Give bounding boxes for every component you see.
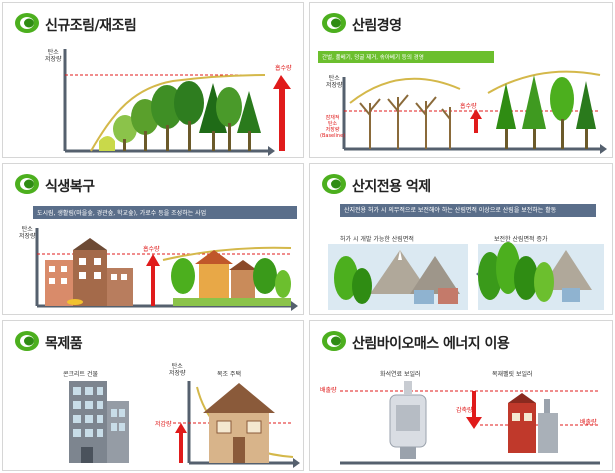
panel-biomass-energy: 산림바이오매스 에너지 이용 화석연료 보일러 목재펠릿 보일러 배출량 감축량… (309, 320, 613, 471)
increase-arrow-icon (273, 75, 291, 151)
panel-title: 산림바이오매스 에너지 이용 (352, 336, 510, 352)
biomass-diagram (340, 381, 600, 465)
y-axis-label: 탄소 저장량 (169, 363, 186, 377)
y-axis-label: 탄소 저장량 (45, 49, 62, 63)
decrease-arrow-icon (466, 391, 482, 429)
max-label: 흡수량 (275, 65, 292, 72)
city-buildings (45, 238, 133, 306)
pellet-boiler (508, 393, 558, 453)
tree-cluster (99, 81, 261, 151)
panel-title: 신규조림/재조림 (45, 18, 137, 34)
reduction-label: 감축량 (456, 407, 473, 414)
afforestation-diagram (63, 49, 291, 156)
forest-logo-icon (15, 174, 39, 194)
management-diagram (342, 70, 607, 154)
left-caption: 화석연료 보일러 (380, 371, 421, 378)
forest-logo-icon (322, 331, 346, 351)
reduction-label: 저감량 (155, 421, 172, 428)
forest-logo-icon (322, 174, 346, 194)
panel-new-afforestation: 신규조림/재조림 탄소 저장량 흡수량 (2, 2, 304, 158)
banner: 간벌, 풀베기, 덩굴 제거, 솎아베기 등의 경영 (318, 51, 494, 63)
conversion-diagram (328, 242, 604, 310)
increase-arrow-icon (470, 109, 482, 133)
wood-products-diagram (69, 381, 300, 468)
fossil-boiler (389, 381, 427, 459)
right-caption: 목재펠릿 보일러 (492, 371, 533, 378)
wooden-house (203, 383, 275, 463)
right-caption: 목조 주택 (217, 371, 241, 378)
panel-land-conversion-control: 산지전용 억제 산지전용 허가 시 의무적으로 보전해야 하는 산림면적 이상으… (309, 163, 613, 315)
increase-arrow-icon (146, 254, 160, 306)
max-label: 흡수량 (460, 103, 477, 110)
concrete-building (69, 381, 129, 463)
left-caption: 허가 시 개발 가능한 산림면적 (340, 236, 414, 243)
left-caption: 콘크리트 건물 (63, 371, 99, 378)
panel-wood-products: 목제품 콘크리트 건물 목조 주택 탄소 저장량 저감량 (2, 320, 304, 471)
max-label: 흡수량 (143, 246, 160, 253)
panel-forest-management: 산림경영 간벌, 풀베기, 덩굴 제거, 솎아베기 등의 경영 탄소 저장량 흡… (309, 2, 613, 158)
panel-title: 산지전용 억제 (352, 179, 431, 195)
forest-logo-icon (15, 13, 39, 33)
green-village (171, 250, 291, 306)
revegetation-diagram (35, 228, 298, 311)
thinned-forest (496, 75, 596, 149)
banner: 산지전용 허가 시 의무적으로 보전해야 하는 산림면적 이상으로 산림을 보전… (340, 204, 596, 217)
high-emission-label: 배출량 (320, 387, 337, 394)
right-caption: 보전한 산림면적 증가 (494, 236, 548, 243)
panel-title: 목제품 (45, 336, 83, 352)
baseline-label: 잠재적 탄소 저장량 (Baseline) (320, 115, 346, 139)
panel-title: 산림경영 (352, 18, 402, 34)
y-axis-label: 탄소 저장량 (19, 226, 36, 240)
increase-arrow-icon (175, 423, 187, 463)
low-emission-label: 배출량 (580, 419, 597, 426)
panel-title: 식생복구 (45, 179, 95, 195)
y-axis-label: 탄소 저장량 (326, 75, 343, 89)
panel-revegetation: 식생복구 도시림, 생활림(마을숲, 경관숲, 학교숲), 가로수 등을 조성하… (2, 163, 304, 315)
forest-logo-icon (322, 13, 346, 33)
banner: 도시림, 생활림(마을숲, 경관숲, 학교숲), 가로수 등을 조성하는 사업 (33, 206, 297, 219)
forest-logo-icon (15, 331, 39, 351)
